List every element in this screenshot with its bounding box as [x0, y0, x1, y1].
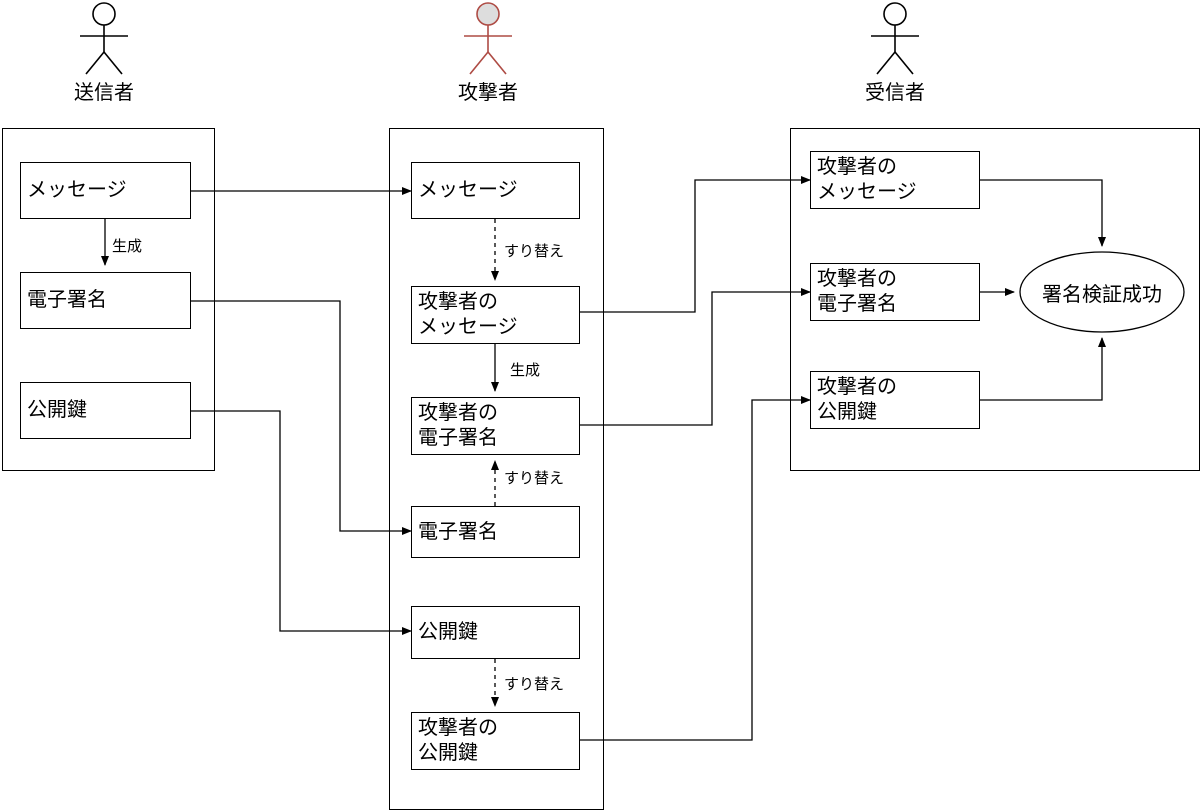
node-attacker-pubkey[interactable]: 公開鍵 [411, 606, 580, 659]
node-label: 電子署名 [27, 289, 107, 311]
node-label: 攻撃者の 公開鍵 [418, 717, 498, 764]
edge-label-attacker-swap-signature: すり替え [502, 470, 567, 487]
node-attacker-fake-sign[interactable]: 攻撃者の 電子署名 [411, 397, 580, 455]
node-attacker-signature[interactable]: 電子署名 [411, 506, 580, 558]
node-label: 攻撃者の メッセージ [418, 291, 518, 338]
attacker-container [389, 128, 604, 810]
actor-label-sender: 送信者 [74, 82, 134, 104]
node-label: 攻撃者の 電子署名 [817, 268, 897, 315]
actor-label-receiver: 受信者 [865, 82, 925, 104]
node-label: 公開鍵 [27, 399, 87, 421]
edge-label-sender-generate: 生成 [110, 238, 145, 255]
result-ellipse [1019, 251, 1185, 333]
node-label: メッセージ [418, 179, 518, 201]
edge-receiver-message-to-result [980, 179, 1106, 247]
node-label: 攻撃者の メッセージ [817, 156, 917, 203]
node-receiver-result[interactable]: 署名検証成功 [1020, 272, 1184, 312]
node-label: 公開鍵 [418, 621, 478, 643]
node-label: 攻撃者の 公開鍵 [817, 376, 897, 423]
node-receiver-message[interactable]: 攻撃者の メッセージ [810, 151, 980, 209]
edge-sender-pubkey-to-attacker-pubkey [191, 410, 412, 635]
node-sender-message[interactable]: メッセージ [20, 162, 191, 219]
node-label: 署名検証成功 [1042, 283, 1162, 306]
stick-figure-icon-receiver [871, 2, 919, 75]
node-sender-signature[interactable]: 電子署名 [20, 272, 191, 329]
node-attacker-fake-message[interactable]: 攻撃者の メッセージ [411, 286, 580, 344]
stick-figure-icon-attacker [464, 2, 512, 75]
node-sender-pubkey[interactable]: 公開鍵 [20, 382, 191, 439]
actor-label-attacker: 攻撃者 [458, 82, 518, 104]
edge-label-attacker-swap-pubkey: すり替え [502, 676, 567, 693]
node-label: 電子署名 [418, 520, 498, 543]
edge-receiver-pubkey-to-result [980, 337, 1106, 401]
edge-label-attacker-generate: 生成 [508, 362, 543, 379]
node-receiver-pubkey[interactable]: 攻撃者の 公開鍵 [810, 371, 980, 429]
edge-sender-signature-to-attacker-signature [191, 300, 412, 535]
sender-container [2, 128, 215, 471]
stick-figure-icon-sender [80, 2, 128, 75]
edge-label-attacker-swap-message: すり替え [502, 243, 567, 260]
node-label: 攻撃者の 電子署名 [418, 402, 498, 449]
edge-attacker-fake-message-to-receiver-message [580, 176, 811, 313]
node-attacker-fake-pubkey[interactable]: 攻撃者の 公開鍵 [411, 712, 580, 770]
receiver-container [790, 128, 1200, 471]
node-attacker-message[interactable]: メッセージ [411, 162, 580, 219]
edge-attacker-fake-pubkey-to-receiver-pubkey [580, 396, 811, 741]
edge-attacker-fake-sign-to-receiver-sign [580, 288, 811, 426]
node-receiver-sign[interactable]: 攻撃者の 電子署名 [810, 263, 980, 321]
node-label: メッセージ [27, 179, 127, 201]
